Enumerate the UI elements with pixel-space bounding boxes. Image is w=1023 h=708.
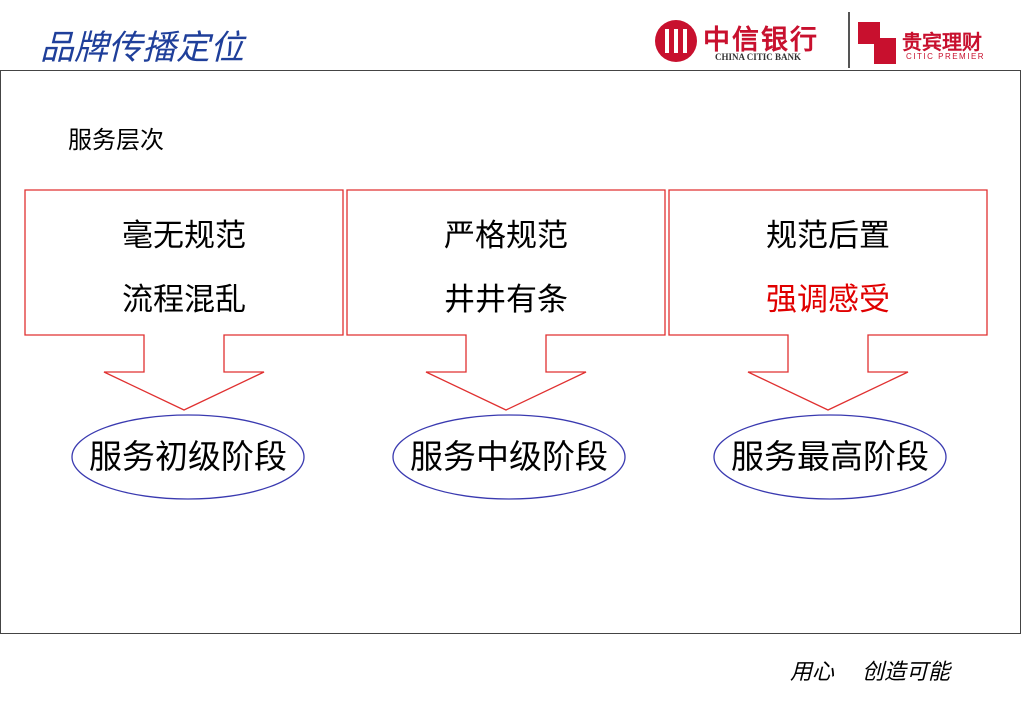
citic-premier-name-cn: 贵宾理财 (902, 30, 982, 54)
column-3-line-2: 强调感受 (766, 282, 890, 318)
callout-arrow-3 (668, 189, 988, 411)
stage-ellipse-2 (392, 414, 626, 500)
citic-premier-logo: 贵宾理财 CITIC PREMIER (858, 12, 998, 70)
citic-bank-name-en: CHINA CITIC BANK (715, 52, 802, 62)
citic-premier-name-en: CITIC PREMIER (906, 52, 986, 61)
citic-bank-name-cn: 中信银行 (703, 25, 819, 56)
column-2-line-1: 严格规范 (444, 218, 568, 254)
callout-arrow-1 (24, 189, 344, 411)
column-2-line-2: 井井有条 (444, 282, 568, 318)
footer-slogan: 用心 创造可能 (790, 660, 950, 685)
stage-ellipse-3 (713, 414, 947, 500)
logo-divider (848, 12, 850, 68)
callout-arrow-2 (346, 189, 666, 411)
stage-label-1: 服务初级阶段 (89, 437, 287, 476)
citic-premier-icon (858, 22, 898, 64)
column-1-line-1: 毫无规范 (122, 218, 246, 254)
content-frame (0, 70, 1021, 634)
column-3-line-1: 规范后置 (766, 218, 890, 254)
stage-label-3: 服务最高阶段 (731, 437, 929, 476)
stage-label-2: 服务中级阶段 (410, 437, 608, 476)
stage-ellipse-1 (71, 414, 305, 500)
section-label: 服务层次 (68, 126, 164, 154)
slide-title: 品牌传播定位 (40, 28, 244, 68)
column-1-line-2: 流程混乱 (122, 282, 246, 318)
citic-bank-logo: 中信银行 CHINA CITIC BANK (655, 12, 840, 70)
citic-emblem-icon (655, 20, 697, 62)
